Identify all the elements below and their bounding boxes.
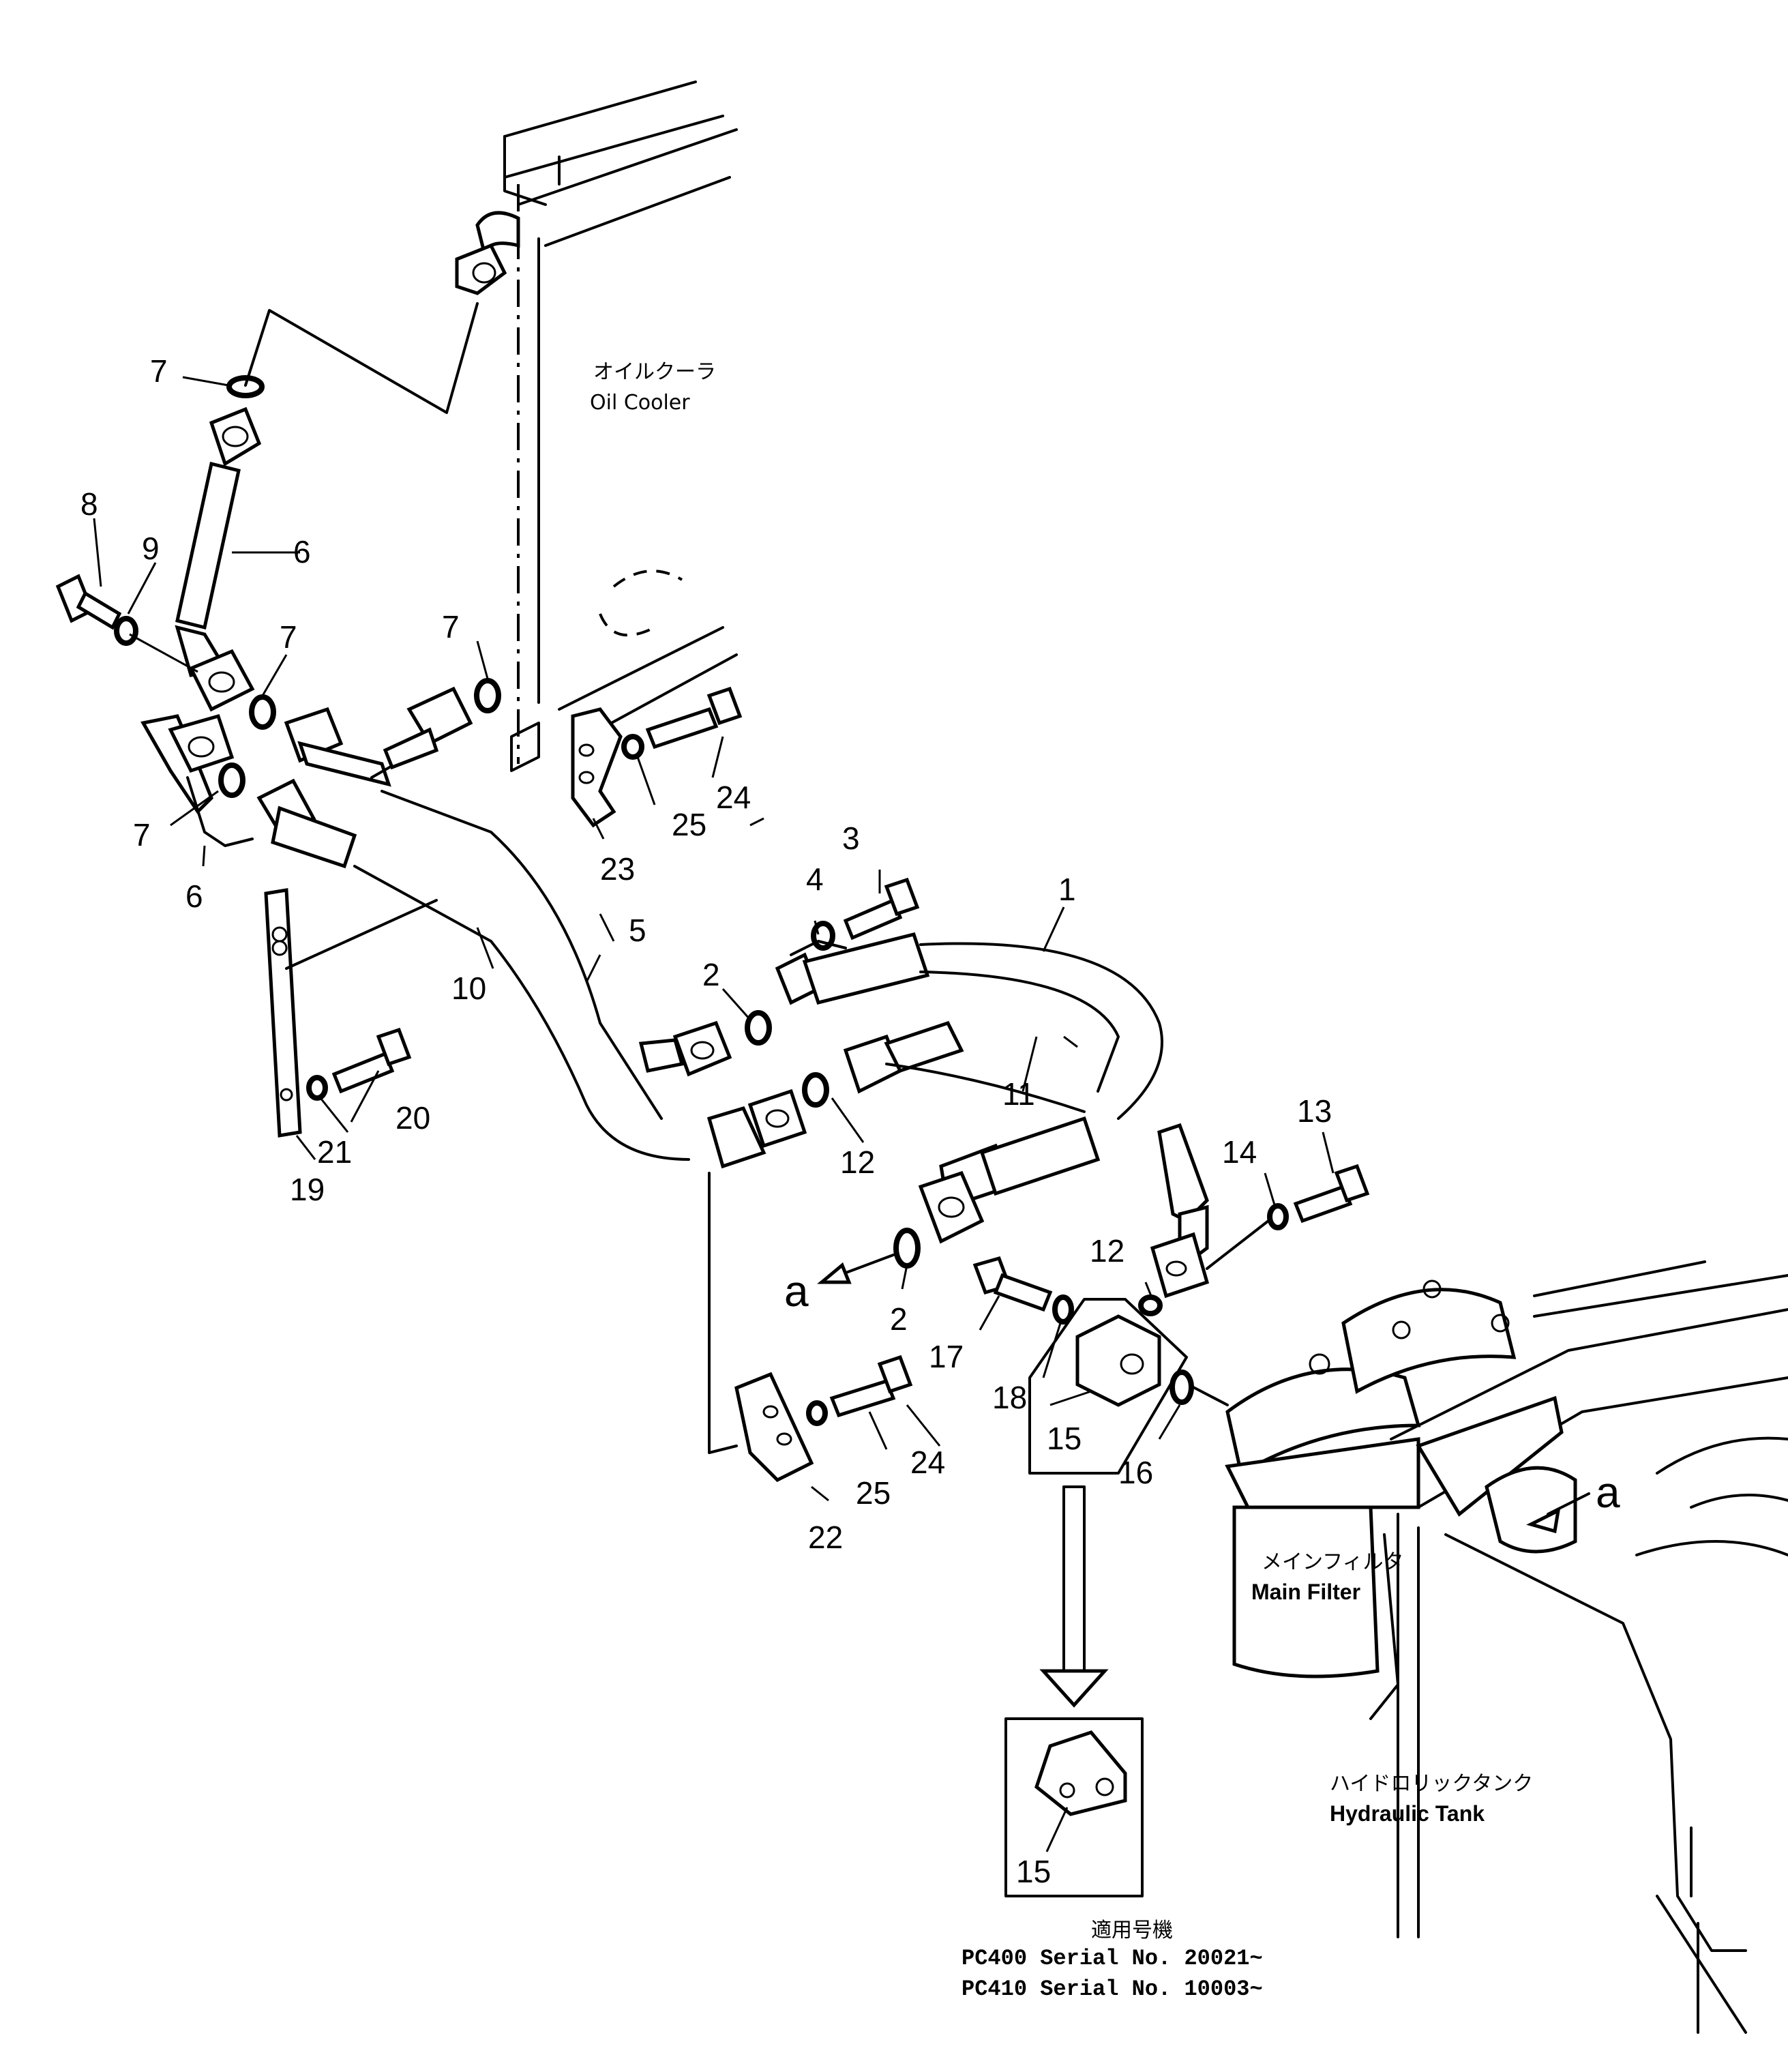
o-ring-12-upper: [802, 1072, 829, 1108]
bolt-8: [55, 574, 122, 630]
callout-4: 4: [806, 861, 824, 897]
oil-cooler-label-en: Oil Cooler: [590, 391, 690, 415]
inset-frame: [1004, 1717, 1144, 1897]
callout-15: 15: [1016, 1854, 1051, 1889]
leader-line: [244, 302, 479, 414]
washer-4: [811, 921, 835, 951]
callout-19: 19: [290, 1172, 325, 1207]
callout-6: 6: [293, 534, 311, 569]
o-ring-7-right: [474, 678, 501, 713]
bolt-24-lower: [829, 1355, 913, 1418]
callout-7: 7: [442, 609, 460, 645]
callout-12: 12: [840, 1144, 875, 1180]
washer-25-lower: [806, 1400, 828, 1426]
main-filter-label-en: Main Filter: [1251, 1580, 1360, 1604]
washer-21: [306, 1075, 328, 1101]
callout-5: 5: [629, 913, 646, 948]
callout-21: 21: [317, 1134, 352, 1170]
o-ring-12-lower: [1138, 1294, 1163, 1316]
hidden-pipe: [599, 569, 683, 637]
bolt-24-upper: [645, 686, 743, 750]
o-ring-2-lower: [893, 1228, 921, 1269]
callout-15: 15: [1047, 1421, 1082, 1456]
callout-13: 13: [1297, 1093, 1332, 1129]
block-15: [1028, 1298, 1188, 1475]
block-15-inset: [1034, 1730, 1127, 1816]
view-a-label-left: a: [784, 1267, 809, 1316]
callout-7: 7: [133, 817, 151, 853]
clamp-22: [734, 1372, 814, 1483]
inset-arrow: [1039, 1485, 1109, 1708]
o-ring-7-top: [226, 375, 265, 398]
o-ring-7-mid: [249, 694, 276, 730]
callout-1: 1: [1058, 872, 1076, 907]
main-filter: [1225, 1279, 1517, 1720]
o-ring-2-upper: [745, 1010, 772, 1046]
hydraulic-tank-label-en: Hydraulic Tank: [1330, 1801, 1485, 1826]
callout-16: 16: [1118, 1455, 1153, 1490]
callout-22: 22: [808, 1520, 843, 1555]
callout-2: 2: [702, 957, 720, 992]
callout-numbers: 7 8 9 6 7 7 7 6 24 25 23 3 4 1 5 2 10 11…: [80, 353, 1332, 1889]
callout-24: 24: [716, 780, 751, 815]
callout-9: 9: [142, 531, 160, 566]
hose-1: [775, 932, 1210, 1299]
hydraulic-tank: [1390, 1260, 1788, 2034]
callout-2: 2: [890, 1301, 908, 1337]
pipe-assembly: [140, 686, 690, 1161]
leader-lines: [93, 376, 1335, 1852]
flange-5: [638, 1020, 732, 1077]
serial-line-2: PC410 Serial No. 10003~: [962, 1977, 1263, 2002]
bolt-13: [1293, 1164, 1370, 1224]
callout-25: 25: [856, 1475, 891, 1511]
flange-10: [706, 1089, 807, 1169]
callout-25: 25: [672, 807, 706, 842]
callout-3: 3: [842, 820, 860, 856]
view-a-arrow: [837, 1254, 895, 1277]
washer-14: [1267, 1203, 1289, 1230]
view-a-label-right: a: [1596, 1468, 1620, 1517]
o-ring-16: [1169, 1370, 1194, 1405]
callout-11: 11: [1002, 1076, 1035, 1112]
washer-18: [1052, 1294, 1074, 1324]
clamp-23: [510, 707, 623, 828]
callout-8: 8: [80, 486, 98, 522]
callout-24: 24: [910, 1445, 945, 1480]
hose-11: [843, 1020, 1101, 1244]
bolt-20: [331, 1027, 412, 1094]
callout-23: 23: [600, 851, 635, 887]
bolt-3: [843, 877, 920, 941]
hydraulic-tank-label-jp: ハイドロリックタンク: [1330, 1772, 1533, 1796]
oil-cooler: [455, 80, 738, 764]
main-filter-label-jp: メインフィルタ: [1262, 1550, 1404, 1574]
callout-14: 14: [1222, 1134, 1257, 1170]
serial-line-1: PC400 Serial No. 20021~: [962, 1946, 1263, 1971]
callout-18: 18: [992, 1380, 1027, 1415]
bolt-17: [972, 1256, 1053, 1312]
o-ring-7-lower: [218, 763, 245, 798]
callout-10: 10: [451, 971, 486, 1006]
serial-heading: 適用号機: [1091, 1919, 1173, 1942]
callout-7: 7: [280, 619, 297, 655]
callout-20: 20: [396, 1100, 430, 1136]
callout-17: 17: [929, 1339, 964, 1374]
hose-6-upper: [175, 406, 262, 712]
washer-9: [114, 616, 138, 646]
callout-7: 7: [150, 353, 168, 389]
callout-12: 12: [1090, 1233, 1124, 1269]
oil-cooler-label-jp: オイルクーラ: [593, 360, 716, 384]
washer-25-upper: [621, 734, 644, 760]
callout-6: 6: [185, 878, 203, 914]
strap-19: [264, 888, 302, 1138]
